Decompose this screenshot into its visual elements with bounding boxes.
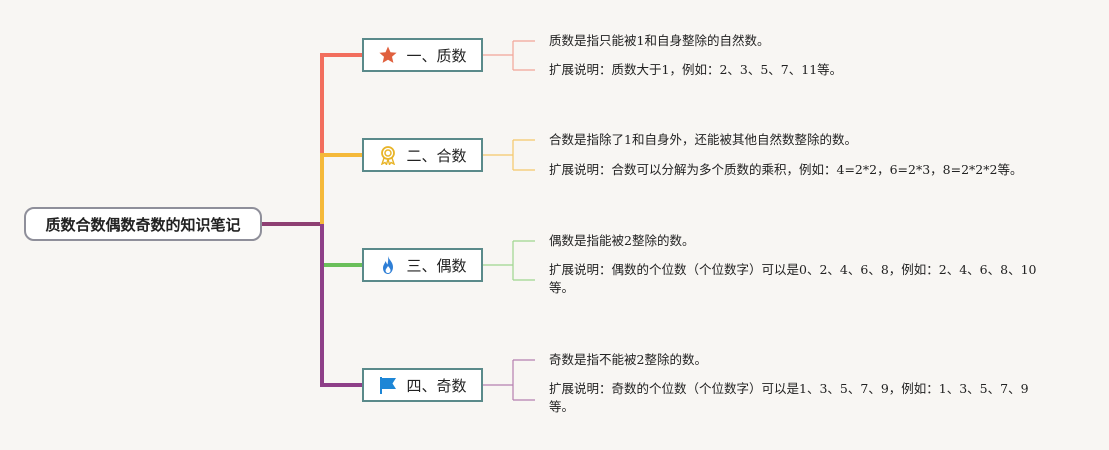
note-composite-extension: 扩展说明：合数可以分解为多个质数的乘积，例如：4=2*2，6=2*3，8=2*2… xyxy=(549,162,1023,177)
topic-prime[interactable]: 一、质数 xyxy=(362,38,483,72)
branch-3-connector xyxy=(320,224,362,267)
topic-composite[interactable]: 二、合数 xyxy=(362,138,483,172)
note-even-extension: 扩展说明：偶数的个位数（个位数字）可以是0、2、4、6、8，例如：2、4、6、8… xyxy=(549,262,1037,295)
root-title: 质数合数偶数奇数的知识笔记 xyxy=(45,215,241,234)
note-odd-extension: 扩展说明：奇数的个位数（个位数字）可以是1、3、5、7、9，例如：1、3、5、7… xyxy=(549,381,1029,414)
award-ribbon-icon xyxy=(378,145,398,165)
topic-odd[interactable]: 四、奇数 xyxy=(362,368,483,402)
note-bracket-1 xyxy=(483,40,535,71)
topic-label: 二、合数 xyxy=(406,146,467,165)
flag-icon xyxy=(378,375,398,395)
note-bracket-3 xyxy=(483,240,535,281)
note-even-definition: 偶数是指能被2整除的数。 xyxy=(549,233,695,248)
topic-even[interactable]: 三、偶数 xyxy=(362,248,483,282)
root-topic[interactable]: 质数合数偶数奇数的知识笔记 xyxy=(24,207,262,241)
note-prime-extension: 扩展说明：质数大于1，例如：2、3、5、7、11等。 xyxy=(549,62,843,77)
note-prime-definition: 质数是指只能被1和自身整除的自然数。 xyxy=(549,33,770,48)
topic-label: 四、奇数 xyxy=(406,376,467,395)
star-icon xyxy=(378,45,398,65)
branch-2-connector xyxy=(320,153,362,224)
note-odd-definition: 奇数是指不能被2整除的数。 xyxy=(549,352,707,367)
branch-1-connector xyxy=(320,53,362,224)
note-composite-definition: 合数是指除了1和自身外，还能被其他自然数整除的数。 xyxy=(549,132,857,147)
branch-4-connector xyxy=(320,224,362,387)
note-bracket-4 xyxy=(483,359,535,401)
flame-icon xyxy=(378,255,398,275)
topic-label: 三、偶数 xyxy=(406,256,467,275)
note-bracket-2 xyxy=(483,139,535,171)
topic-label: 一、质数 xyxy=(406,46,467,65)
